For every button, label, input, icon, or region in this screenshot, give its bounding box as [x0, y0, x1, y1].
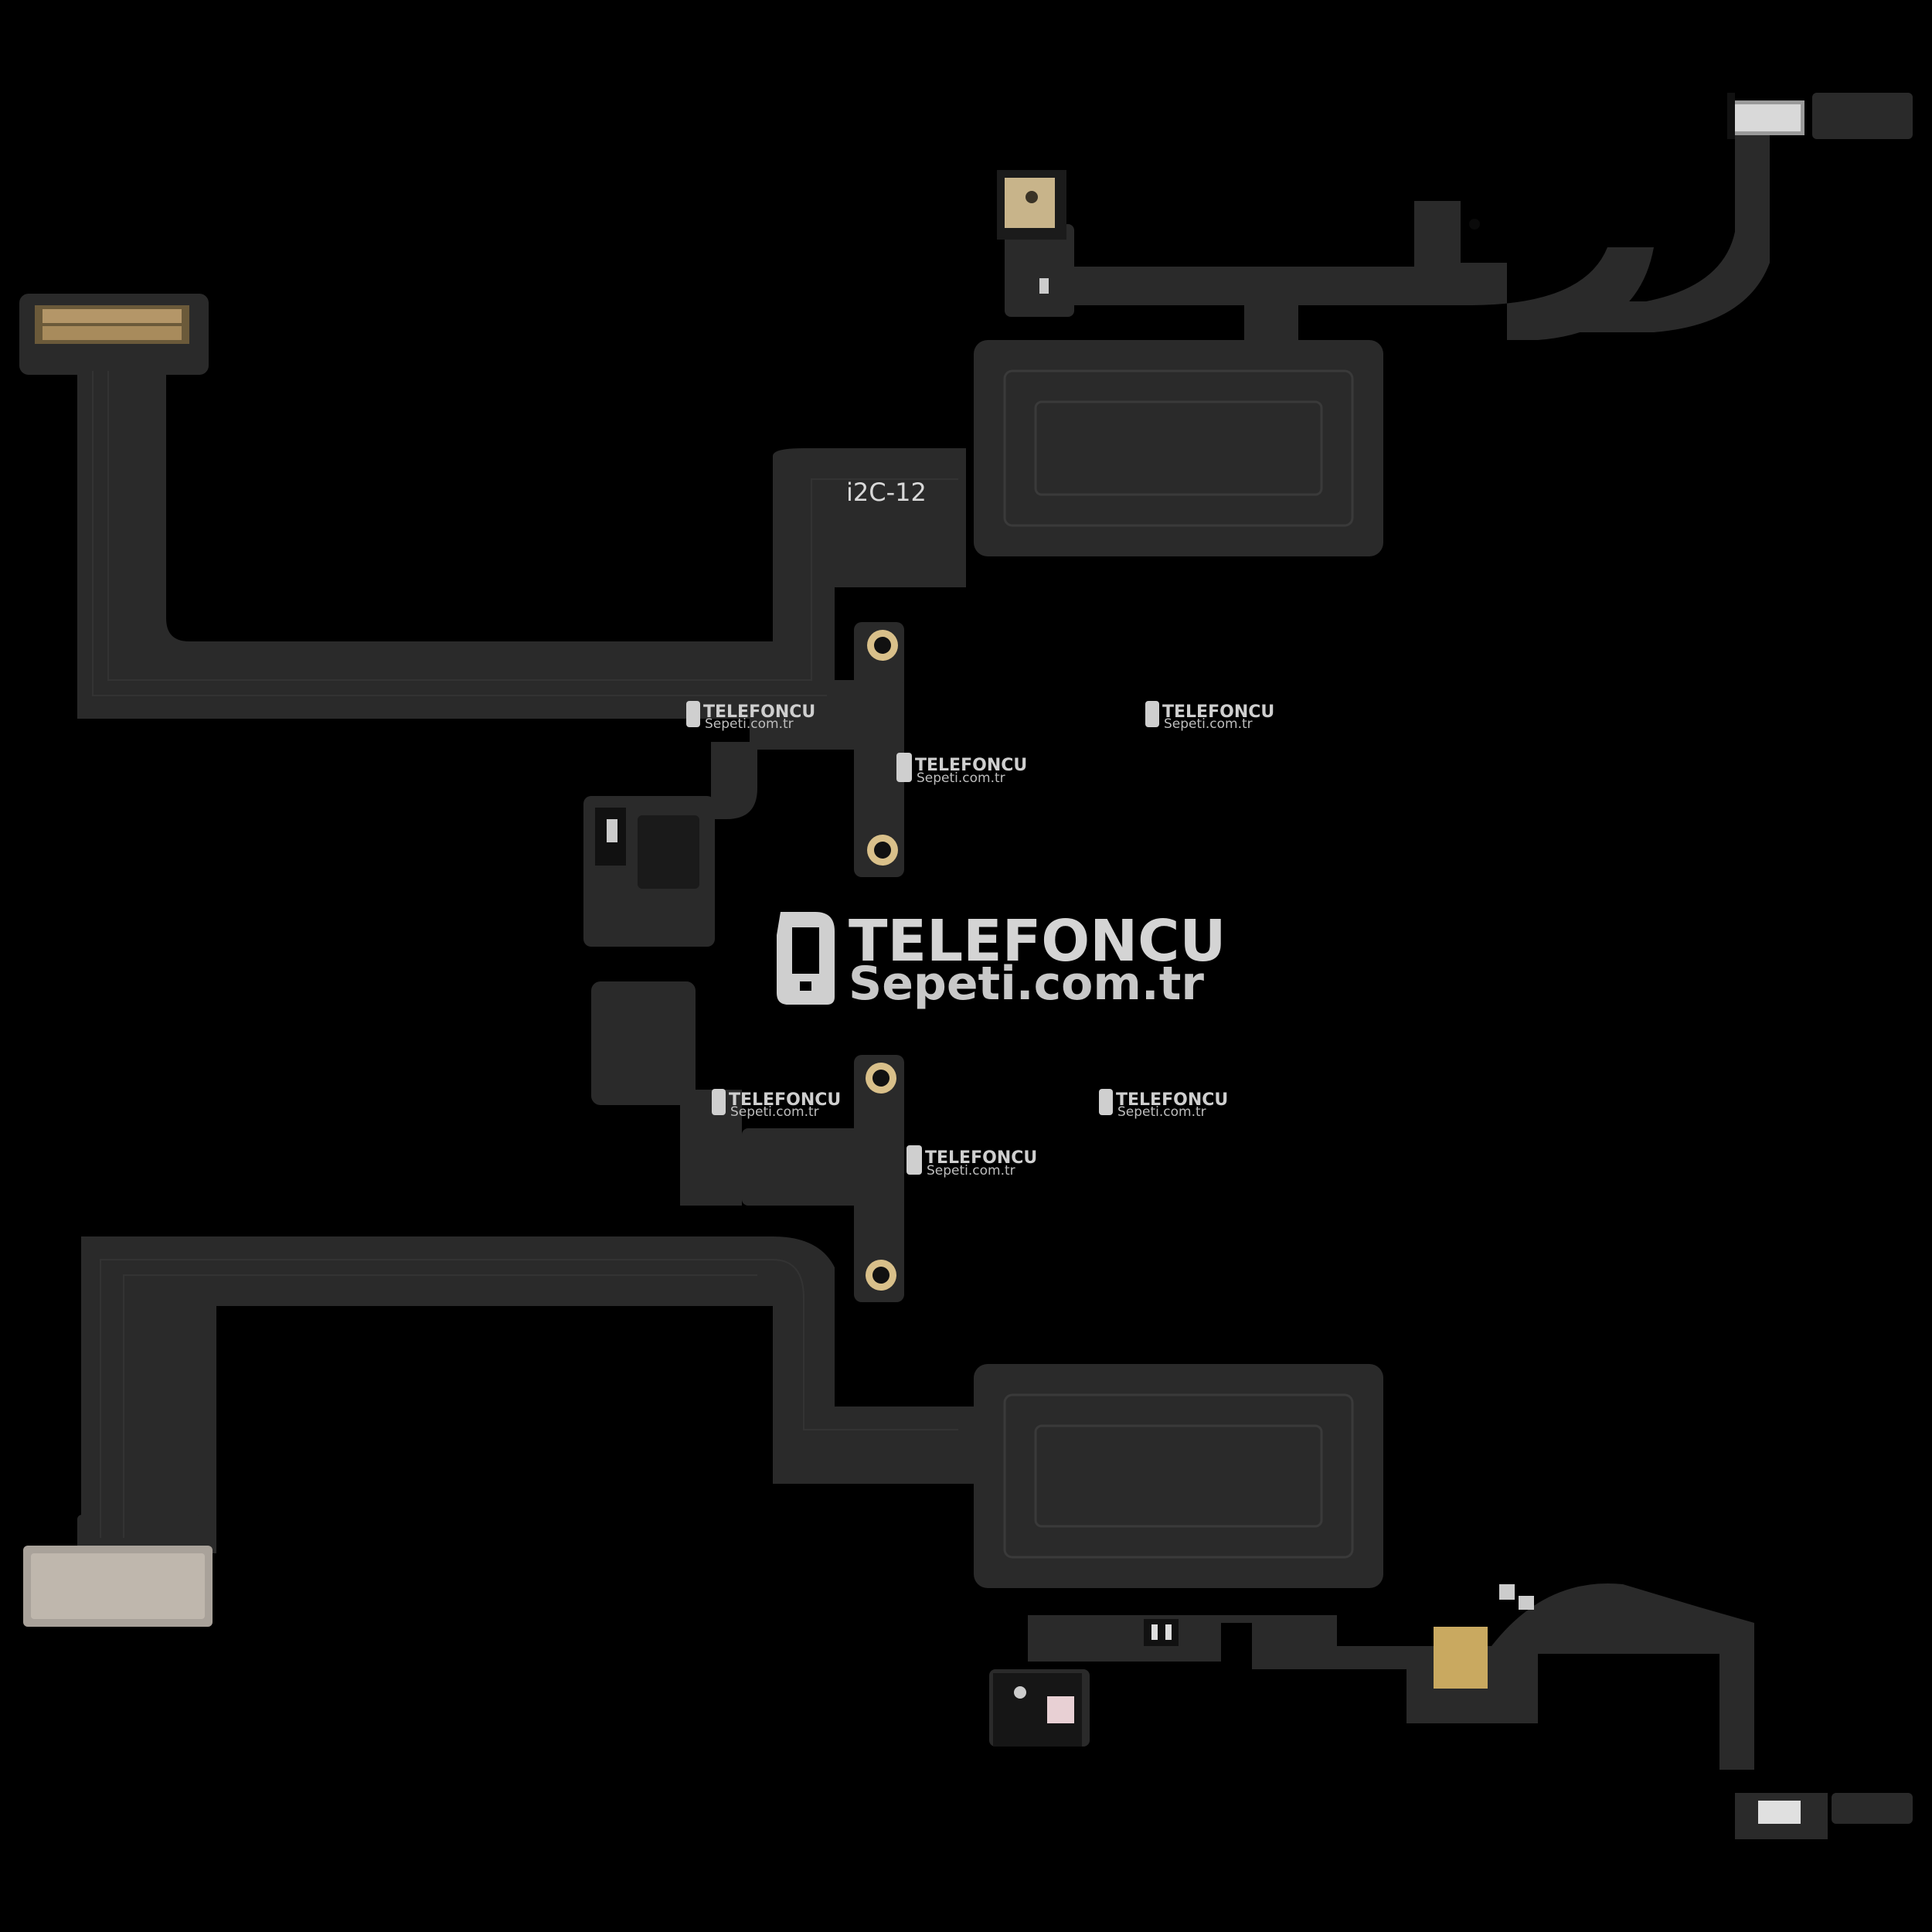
- svg-text:Sepeti.com.tr: Sepeti.com.tr: [927, 1163, 1015, 1179]
- svg-text:Sepeti.com.tr: Sepeti.com.tr: [730, 1104, 819, 1120]
- svg-text:Sepeti.com.tr: Sepeti.com.tr: [1117, 1104, 1206, 1120]
- part-label: i2C-12: [846, 478, 927, 507]
- svg-text:TELEFONCU: TELEFONCU: [703, 702, 815, 722]
- svg-text:TELEFONCU: TELEFONCU: [1162, 702, 1274, 722]
- phone-logo-icon: [906, 1145, 922, 1175]
- svg-text:TELEFONCU: TELEFONCU: [1116, 1090, 1228, 1110]
- lower-flex-cable: [23, 981, 1913, 1839]
- svg-text:TELEFONCU: TELEFONCU: [915, 756, 1027, 775]
- phone-logo-icon: [712, 1089, 726, 1115]
- phone-logo-icon: [896, 753, 912, 782]
- phone-logo-icon: [1099, 1089, 1113, 1115]
- svg-text:TELEFONCU: TELEFONCU: [729, 1090, 841, 1110]
- small-watermark: TELEFONCU Sepeti.com.tr: [906, 1145, 1037, 1179]
- main-watermark: TELEFONCU Sepeti.com.tr: [777, 908, 1226, 1011]
- small-watermark: TELEFONCU Sepeti.com.tr: [686, 701, 815, 732]
- upper-flex-cable: i2C-12: [19, 93, 1913, 947]
- small-watermarks: TELEFONCU Sepeti.com.tr TELEFONCU Sepeti…: [686, 701, 1274, 1179]
- small-watermark: TELEFONCU Sepeti.com.tr: [1145, 701, 1274, 732]
- svg-text:Sepeti.com.tr: Sepeti.com.tr: [1164, 716, 1253, 732]
- svg-text:Sepeti.com.tr: Sepeti.com.tr: [705, 716, 794, 732]
- watermark-brand-line2: Sepeti.com.tr: [849, 957, 1204, 1011]
- small-watermark: TELEFONCU Sepeti.com.tr: [896, 753, 1027, 786]
- phone-logo-icon: [1145, 701, 1159, 727]
- phone-logo-icon: [686, 701, 700, 727]
- small-watermark: TELEFONCU Sepeti.com.tr: [712, 1089, 841, 1120]
- svg-text:Sepeti.com.tr: Sepeti.com.tr: [917, 770, 1005, 786]
- svg-text:TELEFONCU: TELEFONCU: [925, 1148, 1037, 1168]
- small-watermark: TELEFONCU Sepeti.com.tr: [1099, 1089, 1228, 1120]
- watermark-brand-line1: TELEFONCU: [849, 908, 1226, 975]
